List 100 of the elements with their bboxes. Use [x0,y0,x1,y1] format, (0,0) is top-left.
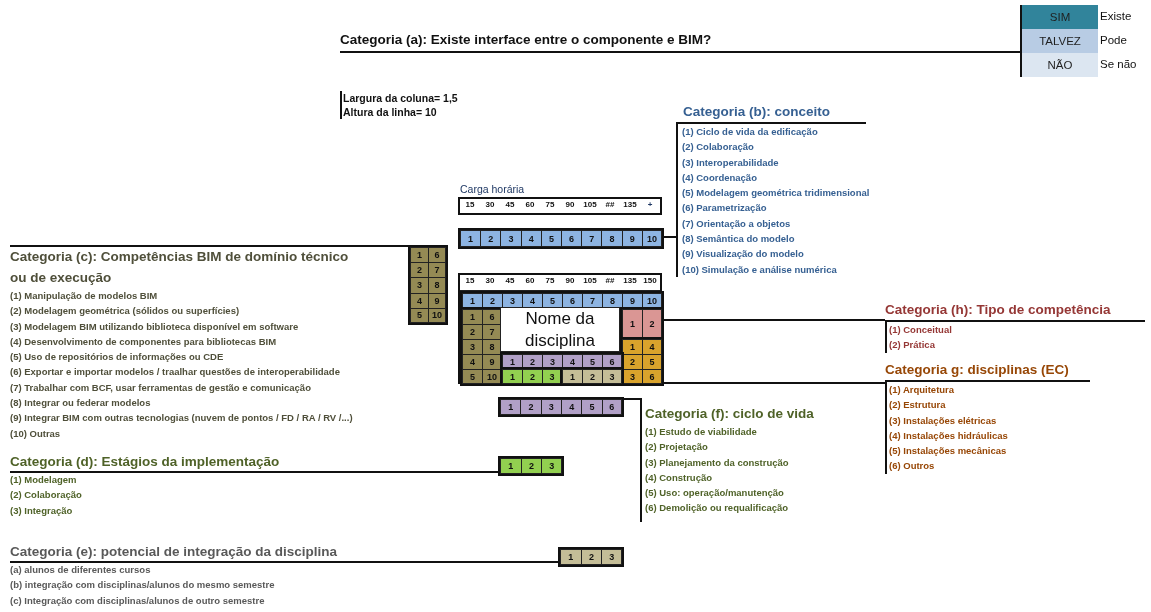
number-cell: 3 [410,277,429,294]
number-cell: 7 [581,230,603,247]
number-cell: 3 [541,458,562,474]
cell-strip [408,245,448,325]
scale-value: 30 [484,276,496,285]
list-item: (1) Manipulação de modelos BIM [10,289,159,303]
list-item: (3) Integração [10,503,74,518]
cell-strip [558,547,624,567]
list-item: (1) Modelagem [10,473,78,487]
status-cell: TALVEZ [1022,29,1098,53]
number-cell: 6 [642,369,662,384]
list-item: (1) Ciclo de vida da edificação [682,125,819,139]
scale-value: 90 [564,200,576,209]
list-item: (b) integração com disciplinas/alunos do mesmo semestre [10,578,276,593]
number-cell: 2 [580,549,603,565]
list-item: (c) Integração com disciplinas/alunos de outro semestre [10,593,266,608]
scale-value: 60 [524,276,536,285]
list-item: (8) Semântica do modelo [682,232,796,247]
scale-value: 15 [464,276,476,285]
connector-line [9,245,409,247]
number-cell: 6 [601,399,622,415]
note-text: Largura da coluna= 1,5 [343,91,458,105]
cell-strip [620,337,664,386]
list-item: (3) Interoperabilidade [682,155,780,170]
number-cell: 3 [602,369,622,384]
category-heading: Categoria g: disciplinas (EC) [885,360,1090,382]
list-item: (1) Arquitetura [889,383,956,397]
number-cell: 1 [460,230,482,247]
list-item: (5) Uso: operação/manutenção [645,486,785,501]
list-item: (9) Visualização do modelo [682,247,805,262]
list-item: (2) Colaboração [682,140,755,155]
scale-value: 105 [582,276,598,285]
list-item: (3) Modelagem BIM utilizando biblioteca disponível em software [10,319,300,334]
number-cell: 5 [540,230,562,247]
number-cell: 3 [500,230,522,247]
list-item: (8) Integrar ou federar modelos [10,396,152,411]
list-item: (7) Trabalhar com BCF, usar ferramentas de gestão e comunicação [10,380,312,395]
number-cell: 9 [482,354,502,370]
list-item: (4) Construção [645,470,714,485]
number-cell: 8 [428,277,446,294]
list-item: (3) Planejamento da construção [645,455,790,470]
list-item: (7) Orientação a objetos [682,216,792,231]
list-item: (2) Colaboração [10,488,83,503]
number-cell: 8 [482,339,502,355]
classification-grid [458,273,662,384]
number-cell: 8 [601,230,623,247]
list-item: (9) Integrar BIM com outras tecnologias (nuvem de pontos / FD / RA / RV /...) [10,411,354,426]
list-item: (4) Coordenação [682,170,758,185]
scale-caption: Carga horária [460,183,525,195]
number-cell: 5 [462,369,483,384]
number-cell: 2 [582,369,603,384]
category-heading: Categoria (d): Estágios da implementação [10,453,281,471]
note-text: Altura da linha= 10 [343,105,438,119]
number-cell: 4 [561,399,583,415]
scale-value: 90 [564,276,576,285]
number-cell: 1 [560,549,582,565]
category-heading: Categoria (a): Existe interface entre o componente e BIM? [340,31,713,49]
connector-line [663,319,886,321]
list-item: (a) alunos de diferentes cursos [10,563,152,577]
number-cell: 5 [581,399,603,415]
category-heading: Categoria (e): potencial de integração da disciplina [10,543,339,561]
number-cell: 4 [642,339,662,355]
list-item: (1) Conceitual [889,323,953,337]
category-heading: Categoria (b): conceito [682,103,831,121]
number-cell: 2 [522,369,543,384]
list-item: (2) Estrutura [889,398,947,413]
list-item: (2) Projetação [645,440,709,455]
scale-value: 60 [524,200,536,209]
category-heading: Categoria (f): ciclo de vida [644,405,815,423]
scale-value: + [646,200,654,209]
number-cell: 4 [520,230,542,247]
list-item: (2) Modelagem geométrica (sólidos ou superfícies) [10,304,241,319]
list-item: (1) Estudo de viabilidade [645,425,758,439]
number-cell: 3 [540,399,562,415]
category-heading: Categoria (h): Tipo de competência [885,300,1145,322]
scale-value: 75 [544,200,556,209]
scale-value: ## [604,200,616,209]
status-cell: NÃO [1022,53,1098,77]
status-cell: SIM [1022,5,1098,29]
number-cell: 6 [561,230,583,247]
number-cell: 3 [601,549,622,565]
list-item: (6) Demolição ou requalificação [645,501,790,516]
number-cell: 1 [502,369,523,384]
number-cell: 1 [500,458,522,474]
scale-value: 45 [504,276,516,285]
course-name-cell: Nome da disciplina [500,307,620,352]
number-cell: 10 [641,230,662,247]
list-item: (10) Simulação e análise numérica [682,262,838,277]
scale-value: 105 [582,200,598,209]
number-cell: 6 [482,309,502,325]
connector-line [663,236,677,238]
scale-value: 75 [544,276,556,285]
list-item: (2) Prática [889,338,936,353]
number-cell: 2 [410,262,429,279]
list-item: (4) Instalações hidráulicas [889,428,1009,443]
number-cell: 7 [428,262,446,279]
number-cell: 2 [520,399,542,415]
connector-line [663,382,886,384]
list-item: (5) Instalações mecânicas [889,444,1008,459]
status-description: Pode [1100,34,1127,46]
